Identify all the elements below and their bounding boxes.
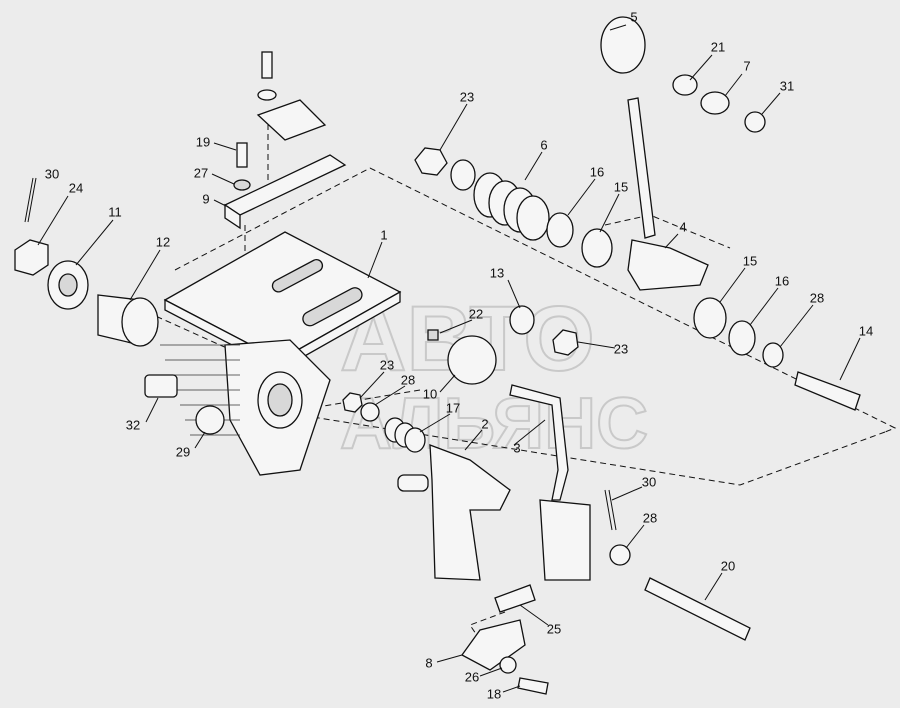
knob-5	[600, 16, 646, 74]
plate-8	[461, 619, 526, 671]
retaining-clip	[256, 99, 327, 141]
callout-c31: 31	[780, 78, 794, 93]
spring-7	[700, 91, 730, 115]
callout-c21: 21	[711, 39, 725, 54]
washer-26	[499, 656, 517, 674]
guide-bar-side	[224, 203, 241, 230]
top-washer	[257, 89, 277, 101]
washer-15a	[581, 228, 613, 268]
ball-31	[744, 111, 766, 133]
callout-c15a: 15	[614, 179, 628, 194]
shaft-14	[794, 371, 861, 411]
ring-10	[447, 335, 497, 385]
bolt-20	[644, 577, 751, 641]
fitting-32	[144, 374, 178, 398]
callout-c23b: 23	[614, 341, 628, 356]
setscrew-22	[427, 329, 439, 341]
callout-c2: 2	[481, 416, 488, 431]
washer-top	[450, 159, 476, 191]
spring-21	[672, 74, 698, 96]
washer-28b	[360, 402, 380, 422]
leader-lines	[37, 24, 861, 693]
lever-2	[429, 444, 511, 581]
spring-17	[384, 417, 426, 453]
lever-2-pin	[397, 474, 429, 492]
washer-27	[233, 179, 251, 191]
callout-c10: 10	[423, 386, 437, 401]
callout-c8: 8	[425, 655, 432, 670]
callout-c25: 25	[547, 621, 561, 636]
callout-c32: 32	[126, 417, 140, 432]
callout-c18: 18	[487, 686, 501, 701]
pin-25	[494, 584, 536, 613]
rod-3	[509, 384, 569, 501]
mounting-plate	[163, 231, 402, 372]
callout-c26: 26	[465, 669, 479, 684]
callout-c4: 4	[679, 219, 686, 234]
bolt-19	[236, 142, 248, 168]
callout-c23c: 23	[380, 357, 394, 372]
nut-24	[14, 239, 49, 276]
callout-c20: 20	[721, 558, 735, 573]
callout-c28a: 28	[810, 290, 824, 305]
washer-28a	[762, 342, 784, 368]
nut-23c	[342, 392, 363, 413]
callout-c19: 19	[196, 134, 210, 149]
callout-c24: 24	[69, 180, 83, 195]
nut-23b	[552, 329, 579, 356]
callout-c11: 11	[108, 204, 122, 219]
callout-c28c: 28	[643, 510, 657, 525]
callout-c13: 13	[490, 265, 504, 280]
lever-housing	[160, 339, 331, 476]
callout-c15b: 15	[743, 253, 757, 268]
washer-15b	[693, 297, 727, 339]
o-ring-29	[195, 405, 225, 435]
callout-c3: 3	[513, 440, 520, 455]
bolt-18	[517, 677, 549, 695]
callout-c17: 17	[446, 400, 460, 415]
washer-16b	[728, 320, 756, 356]
washer-28c	[609, 544, 631, 566]
washer-13	[509, 305, 535, 335]
top-bolt	[261, 51, 273, 79]
callout-c14: 14	[859, 323, 873, 338]
callout-c1: 1	[380, 227, 387, 242]
lever-bracket-4	[627, 239, 709, 291]
watermark: АВТО АЛЬЯНС	[339, 287, 649, 465]
callout-c29: 29	[176, 444, 190, 459]
callout-c28b: 28	[401, 372, 415, 387]
callout-c12: 12	[156, 234, 170, 249]
spring-6	[473, 172, 550, 241]
callout-c16a: 16	[590, 164, 604, 179]
callout-c30b: 30	[642, 474, 656, 489]
callout-c6: 6	[540, 137, 547, 152]
callout-c23a: 23	[460, 89, 474, 104]
gear-lever	[627, 97, 656, 239]
cotter-pin-30	[24, 177, 37, 223]
callout-c30a: 30	[45, 166, 59, 181]
cotter-pin-30b	[604, 489, 617, 531]
callout-c9: 9	[202, 191, 209, 206]
callout-c27: 27	[194, 165, 208, 180]
clevis	[539, 499, 591, 581]
callout-c16b: 16	[775, 273, 789, 288]
nut-23-top	[414, 147, 448, 176]
callout-c22: 22	[469, 306, 483, 321]
callout-c5: 5	[630, 9, 637, 24]
washer-16a	[546, 212, 574, 248]
callout-c7: 7	[743, 58, 750, 73]
